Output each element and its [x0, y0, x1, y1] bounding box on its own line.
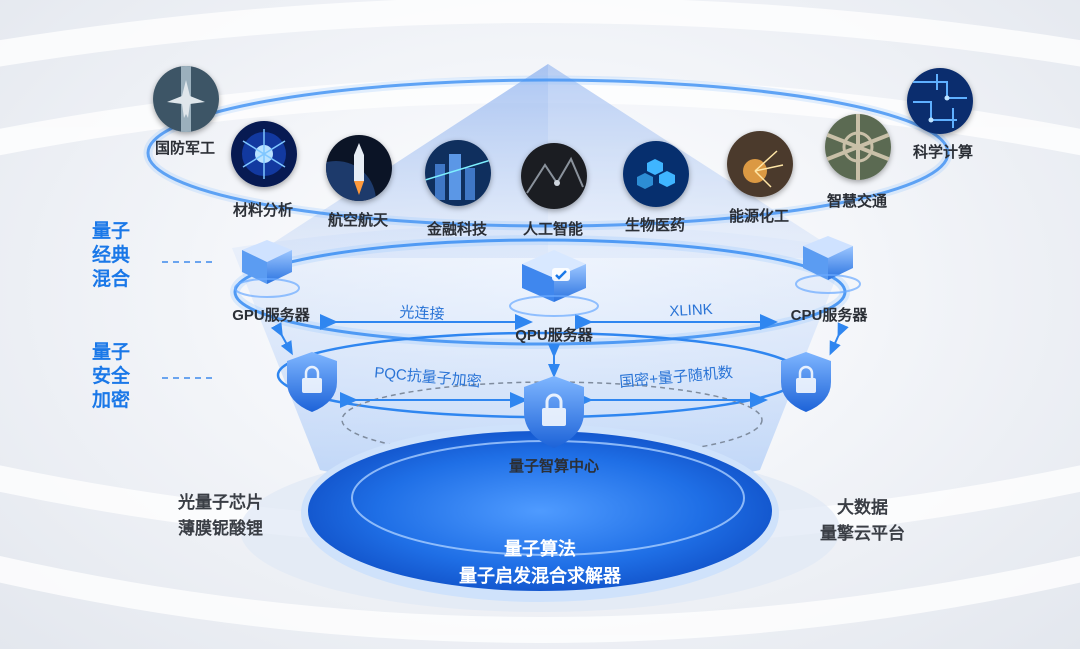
quantum-center-label: 量子智算中心 — [508, 458, 600, 475]
gpu-server-icon — [234, 240, 300, 298]
app-label-scientific: 科学计算 — [912, 144, 974, 161]
funnel-cone — [232, 224, 848, 495]
industrial-sparks-icon — [727, 131, 793, 197]
gpu-vertical-arrow — [270, 322, 293, 356]
cpu-vertical-arrow — [829, 322, 849, 356]
layer-title-hybrid-line-2: 经典 — [92, 245, 131, 266]
pyramid-face — [548, 64, 848, 258]
app-label-defense: 国防军工 — [154, 140, 216, 157]
ai-chip-icon — [521, 143, 587, 209]
layer-title-security-line-1: 量子 — [92, 342, 131, 363]
cpu-server-label: CPU服务器 — [790, 307, 868, 324]
qpu-server-icon — [509, 250, 599, 317]
layer-title-security: 量子 安全 加密 — [92, 341, 152, 413]
plasma-sphere-icon — [231, 121, 297, 187]
cpu-server-icon — [795, 236, 861, 294]
core-algorithm-label: 量子算法 — [504, 539, 576, 559]
app-label-ai: 人工智能 — [522, 221, 584, 238]
left-note: 光量子芯片 薄膜铌酸锂 — [178, 490, 263, 542]
layer-title-security-line-2: 安全 — [92, 366, 131, 387]
xlink-label: XLINK — [668, 300, 714, 321]
application-ring — [146, 78, 950, 228]
app-label-transport: 智慧交通 — [826, 193, 888, 210]
layer-title-security-line-3: 加密 — [92, 390, 131, 411]
app-label-aerospace: 航空航天 — [327, 212, 389, 229]
app-label-biomed: 生物医药 — [624, 217, 686, 234]
gpu-server-label: GPU服务器 — [232, 307, 310, 324]
app-label-fintech: 金融科技 — [426, 221, 488, 238]
center-shield-lock-icon — [524, 376, 584, 448]
left-note-line-2: 薄膜铌酸锂 — [178, 519, 263, 538]
layer-title-hybrid-line-1: 量子 — [92, 221, 131, 242]
app-label-materials: 材料分析 — [232, 202, 294, 219]
right-note: 大数据 量擎云平台 — [820, 495, 905, 547]
left-shield-lock-icon — [287, 352, 337, 412]
core-platform — [308, 431, 772, 591]
layer-title-hybrid: 量子 经典 混合 — [92, 220, 152, 292]
rocket-launch-icon — [326, 135, 392, 201]
right-shield-lock-icon — [781, 352, 831, 412]
qpu-server-label: QPU服务器 — [515, 327, 593, 344]
circuit-board-icon — [907, 68, 973, 134]
layer-title-hybrid-line-3: 混合 — [92, 269, 131, 290]
security-layer-dash — [162, 377, 212, 379]
right-note-line-1: 大数据 — [837, 498, 888, 517]
molecule-icon — [623, 141, 689, 207]
optical-link-label: 光连接 — [399, 303, 445, 324]
right-note-line-2: 量擎云平台 — [820, 524, 905, 543]
application-ring-glow — [143, 75, 953, 231]
core-solver-label: 量子启发混合求解器 — [459, 566, 621, 586]
hybrid-layer-dash — [162, 261, 212, 263]
highway-interchange-icon — [825, 114, 891, 180]
fighter-jet-icon — [153, 66, 219, 132]
left-note-line-1: 光量子芯片 — [178, 493, 263, 512]
city-network-icon — [425, 140, 491, 206]
app-label-energy: 能源化工 — [728, 208, 790, 225]
